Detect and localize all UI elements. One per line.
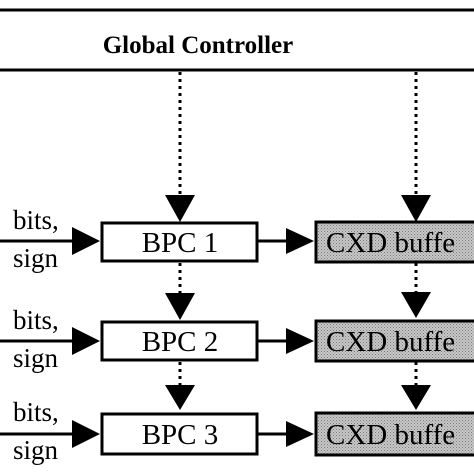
- bpc-label: BPC 2: [142, 326, 219, 358]
- global-controller: Global Controller: [0, 8, 474, 72]
- input-arrow: [0, 420, 100, 448]
- cxd-buffer-box: [314, 319, 474, 363]
- bpc-label: BPC 3: [142, 419, 219, 451]
- link-bpc-2-3: [165, 362, 195, 410]
- control-line-cxd: [401, 72, 431, 222]
- bpc-to-cxd-arrow: [257, 421, 314, 447]
- bpc-label: BPC 1: [142, 227, 219, 259]
- cxd-buffer-label: CXD buffe: [326, 326, 455, 358]
- bpc-box: [100, 412, 259, 456]
- global-controller-label: Global Controller: [103, 32, 294, 59]
- input-label-bits: bits,: [13, 205, 59, 235]
- control-line-bpc: [165, 72, 195, 222]
- link-cxd-1-2: [401, 263, 431, 318]
- cxd-buffer-box: [314, 411, 474, 457]
- stage-1: bits, sign BPC 1 CXD buffe: [0, 205, 474, 273]
- input-arrow: [0, 227, 100, 255]
- link-cxd-2-3: [401, 362, 431, 410]
- input-label-sign: sign: [13, 435, 59, 465]
- bpc-to-cxd-arrow: [257, 328, 314, 354]
- bpc-to-cxd-arrow: [257, 228, 314, 254]
- bpc-box: [100, 221, 259, 263]
- input-label-bits: bits,: [13, 305, 59, 335]
- cxd-buffer-box: [314, 220, 474, 264]
- input-label-sign: sign: [13, 243, 59, 273]
- cxd-buffer-label: CXD buffe: [326, 419, 455, 451]
- input-label-bits: bits,: [13, 397, 59, 427]
- input-label-sign: sign: [13, 343, 59, 373]
- cxd-buffer-label: CXD buffe: [326, 227, 455, 259]
- bpc-box: [100, 320, 259, 362]
- stage-3: bits, sign BPC 3 CXD buffe: [0, 397, 474, 465]
- stage-2: bits, sign BPC 2 CXD buffe: [0, 305, 474, 373]
- input-arrow: [0, 327, 100, 355]
- link-bpc-1-2: [165, 263, 195, 320]
